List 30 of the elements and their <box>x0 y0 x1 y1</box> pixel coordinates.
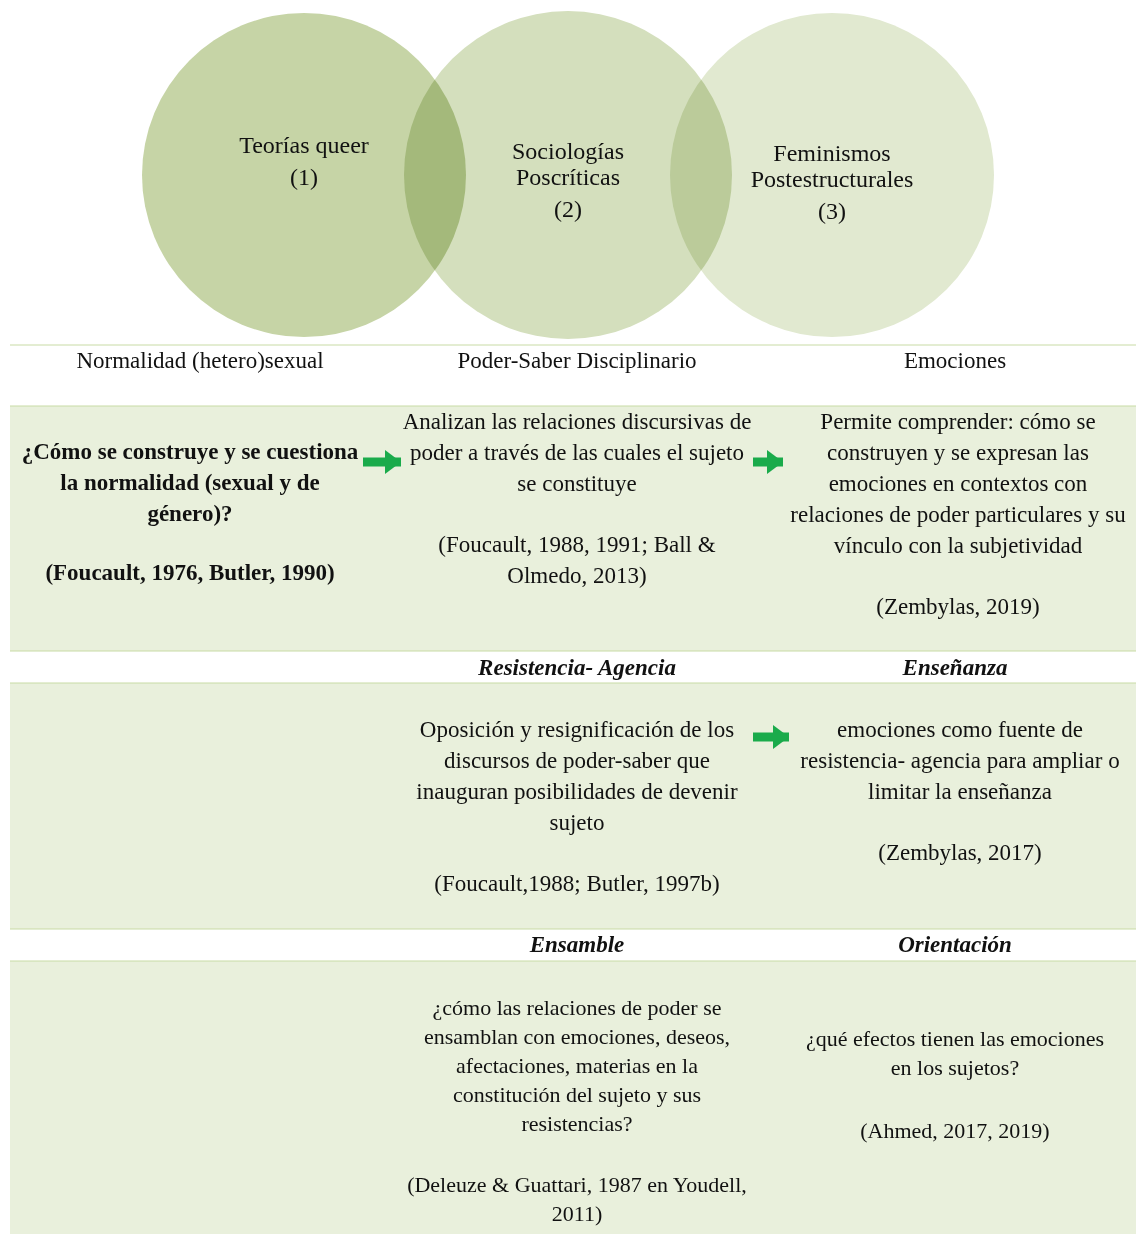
cell-text: ¿cómo las relaciones de poder se ensamblan con emociones, deseos, afectaciones, materias en la constitución del sujeto y sus resistencias? <box>422 994 732 1138</box>
cell-text: emociones como fuente de resistencia- agencia para ampliar o limitar la enseñanza <box>799 716 1121 806</box>
citation: (Foucault,1988; Butler, 1997b) <box>433 870 721 898</box>
arrow <box>753 450 783 474</box>
row-heading: Enseñanza <box>901 654 1009 682</box>
circle-number: (2) <box>553 196 583 222</box>
cell-text: Analizan las relaciones discursivas de poder a través de las cuales el sujeto se constituye <box>402 408 752 498</box>
circle-number: (1) <box>289 164 319 190</box>
circle-number: (3) <box>817 198 847 224</box>
circle-title: Feminismos Postestructurales <box>749 140 915 192</box>
citation: (Foucault, 1976, Butler, 1990) <box>44 559 336 587</box>
cell-text: Permite comprender: cómo se construyen y se expresan las emociones en contextos con relaciones de poder particulares y su vínculo con la subjetividad <box>789 408 1127 560</box>
row-heading: Resistencia- Agencia <box>477 654 677 682</box>
cell-text: Oposición y resignificación de los discursos de poder-saber que inauguran posibilidades de devenir sujeto <box>415 716 739 837</box>
arrow <box>753 725 789 749</box>
column-heading: Poder-Saber Disciplinario <box>456 347 698 375</box>
row-heading: Ensamble <box>528 931 626 959</box>
column-heading: Normalidad (hetero)sexual <box>75 347 325 375</box>
column-heading: Emociones <box>902 347 1008 375</box>
cell-text: ¿qué efectos tienen las emociones en los sujetos? <box>804 1025 1106 1082</box>
citation: (Deleuze & Guattari, 1987 en Youdell, 2011) <box>406 1171 748 1228</box>
circle-title: Teorías queer <box>238 132 370 158</box>
citation: (Ahmed, 2017, 2019) <box>859 1117 1051 1145</box>
row-heading: Orientación <box>897 931 1013 959</box>
cell-text: ¿Cómo se construye y se cuestiona la normalidad (sexual y de género)? <box>20 438 360 528</box>
citation: (Zembylas, 2017) <box>877 839 1043 867</box>
citation: (Foucault, 1988, 1991; Ball & Olmedo, 2013) <box>437 531 717 590</box>
arrow <box>363 450 401 474</box>
circle-title: Sociologías Poscríticas <box>511 138 625 190</box>
citation: (Zembylas, 2019) <box>875 593 1041 621</box>
